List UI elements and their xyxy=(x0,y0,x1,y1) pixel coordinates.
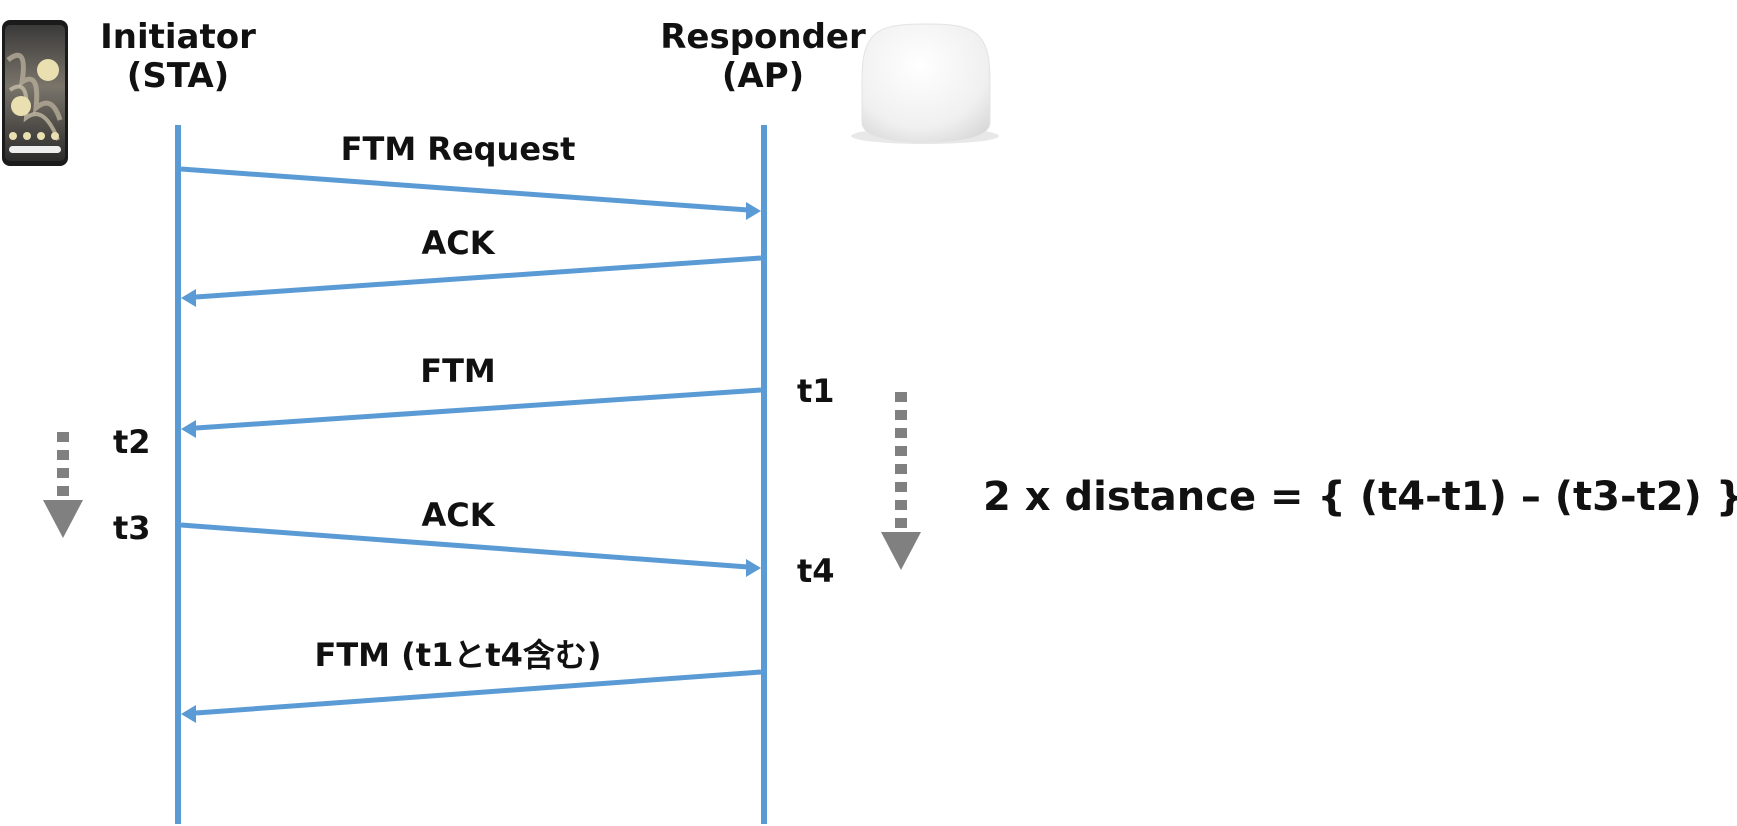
message-arrow-ftm-request xyxy=(181,169,761,220)
distance-formula: 2 x distance = { (t4-t1) – (t3-t2) } x c xyxy=(983,474,1737,520)
message-label-ftm-request: FTM Request xyxy=(218,131,698,168)
message-label-ftm: FTM xyxy=(218,353,698,390)
initiator-role: (STA) xyxy=(58,57,298,96)
message-arrow-ftm-with-timestamps xyxy=(181,672,761,723)
timestamp-t2: t2 xyxy=(113,424,151,461)
timestamp-t1: t1 xyxy=(797,373,835,410)
responder-label: Responder (AP) xyxy=(643,18,883,96)
timestamp-t4: t4 xyxy=(797,553,835,590)
message-arrow-ack-1 xyxy=(181,258,761,307)
message-arrow-ftm xyxy=(181,390,761,438)
initiator-time-arrow xyxy=(43,432,83,538)
responder-role: (AP) xyxy=(643,57,883,96)
message-label-ack-1: ACK xyxy=(218,225,698,262)
timestamp-t3: t3 xyxy=(113,510,151,547)
initiator-name: Initiator xyxy=(58,18,298,57)
responder-name: Responder xyxy=(643,18,883,57)
initiator-label: Initiator (STA) xyxy=(58,18,298,96)
message-label-ftm-with-timestamps: FTM (t1とt4含む) xyxy=(218,637,698,674)
responder-time-arrow xyxy=(881,392,921,570)
message-label-ack-2: ACK xyxy=(218,497,698,534)
